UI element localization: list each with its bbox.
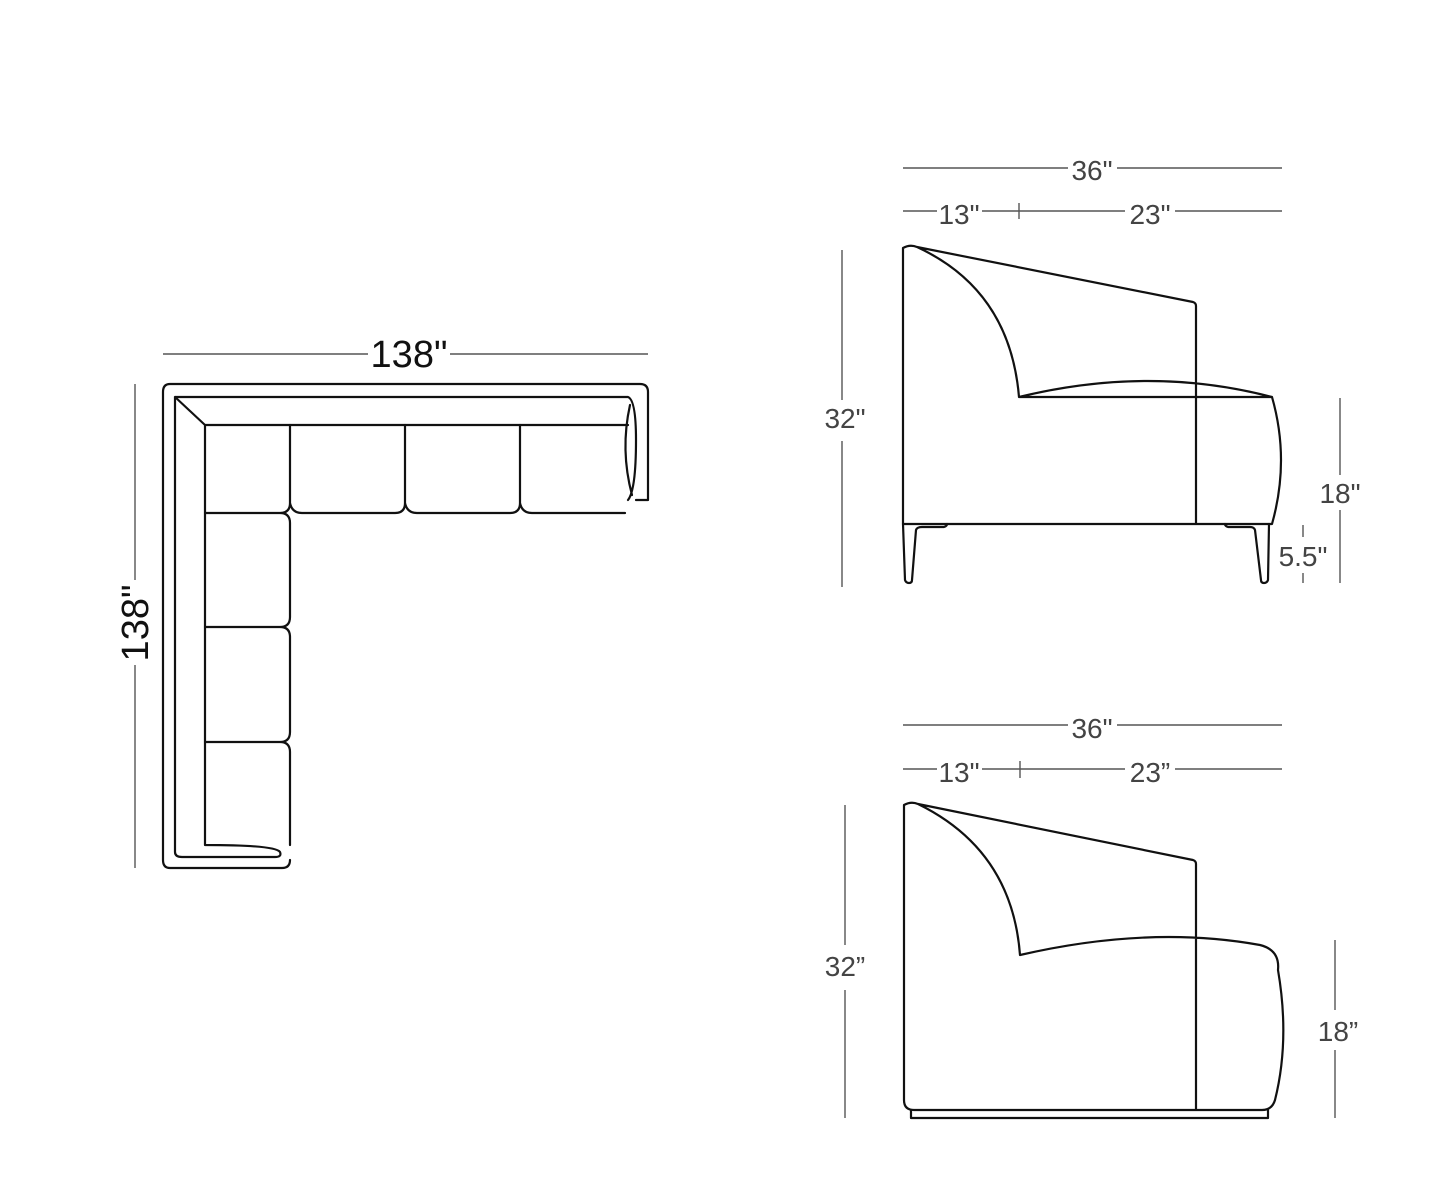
side-view-legs: 36" 13" 23" 32" 18" 5.5" — [824, 155, 1361, 587]
arm-cushion — [624, 403, 634, 497]
leg-height-label: 5.5" — [1279, 541, 1328, 572]
plan-width-label: 138" — [371, 334, 448, 376]
overall-height-label: 32" — [824, 403, 865, 434]
arm-depth-label: 13" — [938, 757, 979, 788]
seat-height-label: 18” — [1318, 1016, 1358, 1047]
side-view-plinth: 36" 13" 23” 32” 18” — [825, 713, 1358, 1120]
sectional-outline — [161, 382, 650, 870]
leg — [1223, 522, 1271, 585]
overall-width-label: 36" — [1071, 155, 1112, 186]
seat-depth-label: 23" — [1129, 199, 1170, 230]
plan-view: 138" 138" — [115, 334, 650, 870]
chair-profile — [901, 244, 1283, 526]
seat-height-label: 18" — [1319, 478, 1360, 509]
overall-height-label: 32” — [825, 951, 865, 982]
chair-profile — [902, 801, 1285, 1112]
seat-depth-label: 23” — [1130, 757, 1170, 788]
arm-depth-label: 13" — [938, 199, 979, 230]
leg — [901, 522, 949, 585]
corner-back — [173, 395, 638, 859]
overall-width-label: 36" — [1071, 713, 1112, 744]
plan-depth-label: 138" — [115, 585, 157, 662]
seat-cushions — [203, 423, 627, 847]
plinth-base — [909, 1108, 1270, 1120]
